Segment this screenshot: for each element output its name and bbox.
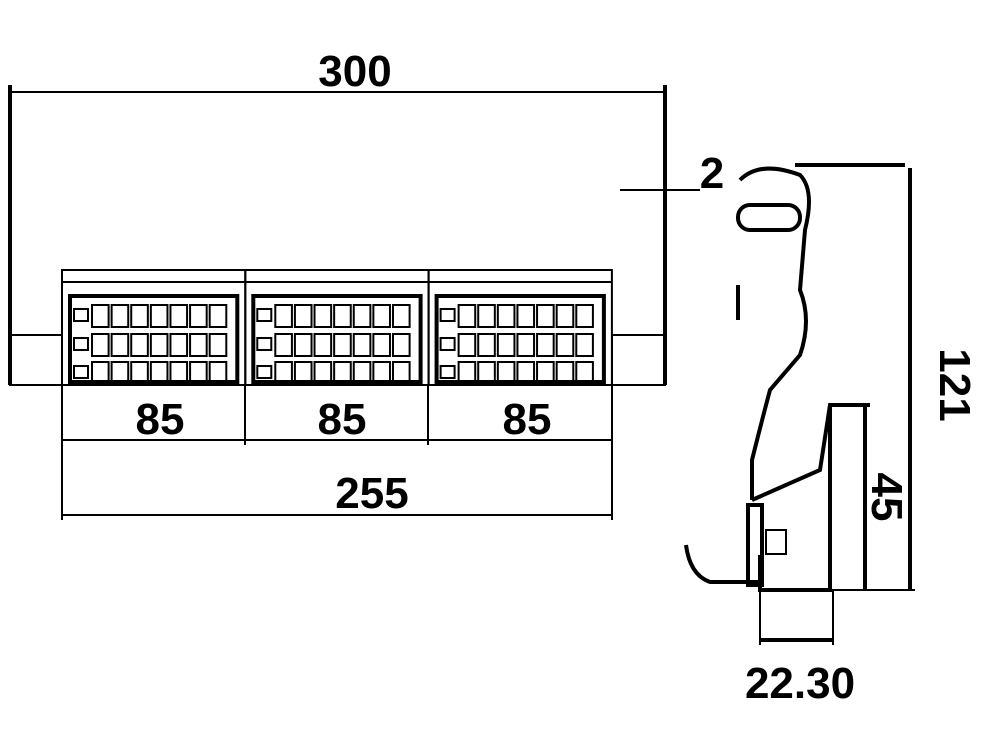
terminal-cell	[333, 304, 352, 328]
terminal-cell	[496, 304, 516, 328]
terminal-cell	[130, 361, 149, 385]
terminal-cell	[516, 304, 536, 328]
terminal-cell	[91, 333, 110, 357]
terminal-cell	[457, 361, 477, 385]
terminal-cell	[575, 333, 594, 357]
terminal-tab	[73, 365, 89, 379]
terminal-cell	[372, 304, 391, 328]
terminal-tab	[73, 308, 89, 322]
module-1-width-label: 85	[136, 395, 185, 444]
terminal-cell	[555, 304, 575, 328]
terminal-tab	[439, 337, 456, 351]
din-clip	[746, 503, 764, 587]
terminal-cell	[516, 333, 536, 357]
front-view: 300 85 85 85 255 2	[8, 47, 724, 520]
terminal-cell	[477, 361, 496, 385]
terminal-cell	[274, 361, 293, 385]
terminal-cell	[457, 304, 477, 328]
terminal-block	[434, 294, 606, 384]
clip-curve	[684, 544, 760, 584]
terminal-cell	[477, 304, 496, 328]
module-2-width-label: 85	[318, 395, 367, 444]
terminal-cell	[536, 304, 555, 328]
terminal-cell	[575, 361, 594, 385]
side-latch	[736, 203, 802, 232]
terminal-tab	[439, 365, 456, 379]
terminal-cell	[169, 333, 189, 357]
terminal-cell	[457, 333, 477, 357]
terminal-cell	[149, 304, 169, 328]
terminal-cell	[189, 361, 208, 385]
terminal-cell	[110, 361, 130, 385]
terminal-cell	[91, 304, 110, 328]
terminal-cell	[391, 304, 411, 328]
terminal-cell	[110, 304, 130, 328]
terminal-cell	[274, 333, 293, 357]
terminal-cell	[313, 361, 333, 385]
terminal-cell	[313, 333, 333, 357]
terminal-cell	[293, 333, 313, 357]
terminal-cell	[208, 361, 228, 385]
modules	[61, 269, 613, 386]
terminal-cell	[391, 361, 411, 385]
terminal-cell	[208, 333, 228, 357]
side-view: 121 45 22.30	[684, 163, 979, 708]
depth-label: 22.30	[745, 659, 855, 708]
terminal-cell	[391, 333, 411, 357]
terminal-cell	[189, 304, 208, 328]
lower-profile	[751, 403, 870, 502]
terminal-cell	[293, 304, 313, 328]
terminal-cell	[149, 361, 169, 385]
right-din-rail-end	[611, 334, 666, 386]
terminal-cell	[516, 361, 536, 385]
terminal-cell	[555, 333, 575, 357]
terminal-cell	[372, 333, 391, 357]
terminal-tab	[256, 308, 273, 322]
terminal-cell	[169, 361, 189, 385]
terminal-cell	[333, 361, 352, 385]
terminal-cell	[575, 304, 594, 328]
terminal-block	[68, 294, 240, 384]
terminal-tab	[256, 337, 273, 351]
terminal-cell	[477, 333, 496, 357]
terminal-cell	[130, 333, 149, 357]
overall-width-label: 300	[318, 47, 391, 96]
terminal-cell	[352, 304, 372, 328]
terminal-cell	[496, 333, 516, 357]
terminal-tab	[73, 337, 89, 351]
gap-label: 2	[700, 149, 724, 198]
height-label: 121	[930, 348, 979, 421]
terminal-cell	[536, 361, 555, 385]
base-profile	[758, 405, 832, 592]
terminal-tab	[256, 365, 273, 379]
terminal-tab	[439, 308, 456, 322]
lower-height-label: 45	[862, 473, 911, 522]
terminal-cell	[110, 333, 130, 357]
terminal-cell	[496, 361, 516, 385]
terminal-cell	[208, 304, 228, 328]
terminal-cell	[313, 304, 333, 328]
terminal-cell	[352, 361, 372, 385]
terminal-cell	[293, 361, 313, 385]
terminal-block	[251, 294, 423, 384]
terminal-cell	[169, 304, 189, 328]
modules-total-width-label: 255	[335, 469, 408, 518]
terminal-cell	[274, 304, 293, 328]
terminal-cell	[555, 361, 575, 385]
module-3-width-label: 85	[503, 395, 552, 444]
terminal-cell	[372, 361, 391, 385]
terminal-cell	[352, 333, 372, 357]
side-profile-front	[738, 166, 811, 500]
left-din-rail-end	[9, 334, 63, 386]
terminal-cell	[149, 333, 169, 357]
terminal-cell	[189, 333, 208, 357]
terminal-cell	[130, 304, 149, 328]
terminal-screw	[765, 529, 787, 555]
terminal-cell	[91, 361, 110, 385]
terminal-cell	[536, 333, 555, 357]
terminal-cell	[333, 333, 352, 357]
